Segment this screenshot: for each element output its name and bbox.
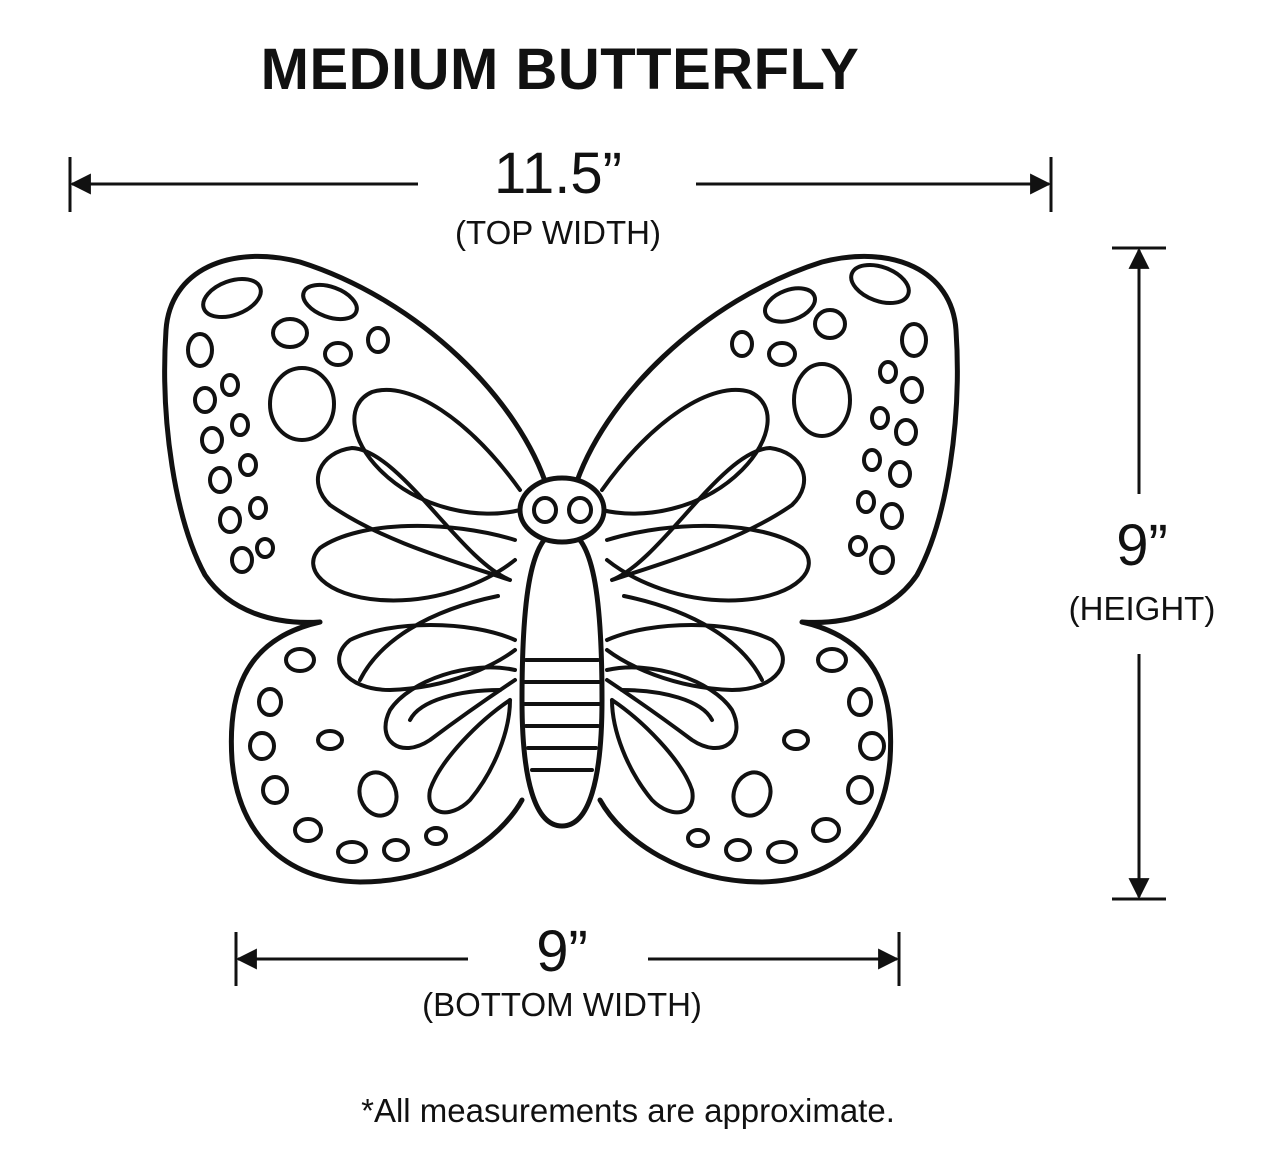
right-eye xyxy=(567,496,593,524)
right-wing-spots xyxy=(686,263,928,864)
height-value: 9” xyxy=(1116,513,1168,578)
abdomen-segments xyxy=(523,658,601,772)
left-wing-spots xyxy=(186,277,448,864)
head xyxy=(517,475,607,545)
left-eye xyxy=(532,496,558,524)
bottom-width-dimension xyxy=(234,932,901,986)
top-width-dimension xyxy=(68,157,1053,212)
abdomen xyxy=(519,527,605,829)
butterfly-body xyxy=(517,475,607,829)
top-width-label: (TOP WIDTH) xyxy=(455,214,661,251)
butterfly-illustration xyxy=(162,253,960,885)
right-wing-veins xyxy=(600,387,811,815)
top-width-value: 11.5” xyxy=(494,141,622,206)
measurement-note: *All measurements are approximate. xyxy=(361,1092,895,1129)
height-dimension xyxy=(1112,246,1166,901)
bottom-width-label: (BOTTOM WIDTH) xyxy=(422,986,702,1023)
height-label: (HEIGHT) xyxy=(1068,590,1216,627)
bottom-width-value: 9” xyxy=(536,919,588,984)
diagram-title: MEDIUM BUTTERFLY xyxy=(260,37,860,102)
left-wing-veins xyxy=(311,387,522,815)
